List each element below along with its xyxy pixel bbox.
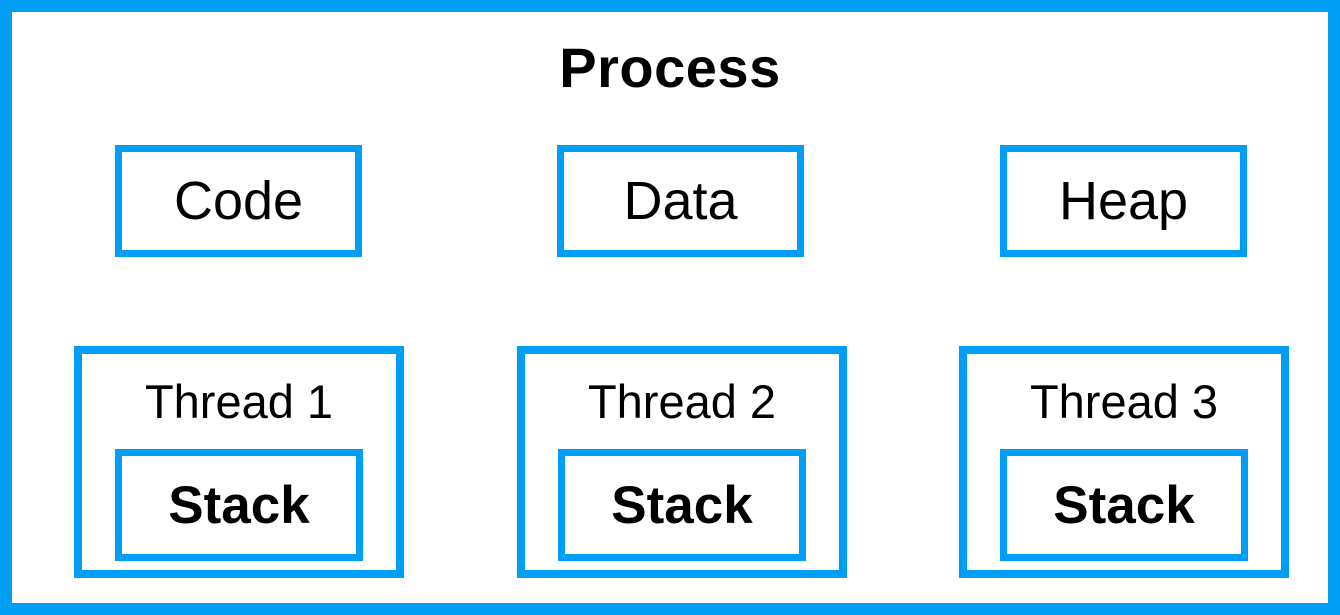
thread-1-box: Thread 1 Stack bbox=[74, 346, 404, 578]
thread-3-stack-label: Stack bbox=[1053, 475, 1195, 535]
thread-3-label: Thread 3 bbox=[1029, 375, 1219, 428]
thread-3-box: Thread 3 Stack bbox=[959, 346, 1289, 578]
code-label: Code bbox=[173, 171, 304, 231]
thread-2-stack-label: Stack bbox=[611, 475, 753, 535]
data-box: Data bbox=[557, 145, 804, 257]
thread-1-label: Thread 1 bbox=[144, 375, 334, 428]
heap-box: Heap bbox=[1000, 145, 1247, 257]
data-label: Data bbox=[623, 171, 738, 231]
code-box: Code bbox=[115, 145, 362, 257]
thread-1-stack-box: Stack bbox=[115, 449, 363, 561]
thread-3-stack-box: Stack bbox=[1000, 449, 1248, 561]
thread-2-stack-box: Stack bbox=[558, 449, 806, 561]
thread-1-stack-label: Stack bbox=[168, 475, 310, 535]
heap-label: Heap bbox=[1058, 171, 1189, 231]
thread-2-label: Thread 2 bbox=[587, 375, 777, 428]
thread-2-box: Thread 2 Stack bbox=[517, 346, 847, 578]
process-title: Process bbox=[559, 36, 781, 99]
